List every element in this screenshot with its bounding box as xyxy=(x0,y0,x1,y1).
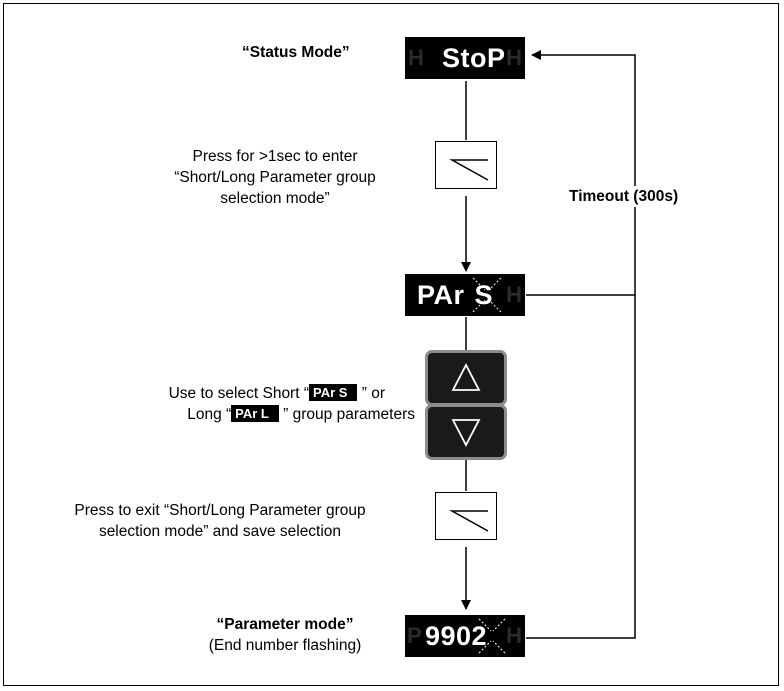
enter-key-icon xyxy=(449,159,489,181)
timeout-loop xyxy=(526,50,636,639)
pars-ghost-right: H xyxy=(506,282,522,307)
press-exit-line-1: Press to exit “Short/Long Parameter grou… xyxy=(74,502,366,519)
inline-pars-short: PAr S xyxy=(309,384,358,401)
status-mode-label: “Status Mode” xyxy=(242,44,350,61)
press-enter-line-2: “Short/Long Parameter group xyxy=(174,169,376,186)
param-display: P 9902 H xyxy=(405,615,525,657)
exit-enter-button[interactable] xyxy=(435,492,497,540)
param-mode-subtitle: (End number flashing) xyxy=(208,637,362,654)
long-text-a: Long “ xyxy=(187,406,232,423)
down-button[interactable] xyxy=(425,404,507,460)
long-text-b: ” group parameters xyxy=(278,406,415,423)
inline-pars-long: PAr L xyxy=(231,405,279,422)
flash-icon xyxy=(472,277,502,313)
param-ghost-left: P xyxy=(407,623,422,648)
press-exit-line-2: selection mode” and save selection xyxy=(98,523,342,540)
param-mode-title: “Parameter mode” xyxy=(216,616,354,633)
status-display: H StoP H xyxy=(405,37,525,79)
press-exit-label: Press to exit “Short/Long Parameter grou… xyxy=(15,500,425,542)
enter-button[interactable] xyxy=(435,141,497,189)
up-triangle-icon xyxy=(451,363,481,391)
press-enter-label: Press for >1sec to enter “Short/Long Par… xyxy=(140,146,410,209)
diagram-frame xyxy=(3,3,779,686)
down-triangle-icon xyxy=(451,419,481,447)
use-select-line-1: Use to select Short “PAr S ” or xyxy=(60,383,415,404)
param-mode-label: “Parameter mode” (End number flashing) xyxy=(180,614,390,656)
use-select-text-b: ” or xyxy=(357,385,385,402)
status-ghost-right: H xyxy=(506,45,522,70)
up-button[interactable] xyxy=(425,350,507,406)
use-select-text-a: Use to select Short “ xyxy=(168,385,309,402)
pars-display: PAr S H xyxy=(405,274,525,316)
status-ghost-left: H xyxy=(408,45,424,70)
press-enter-line-3: selection mode” xyxy=(220,190,330,207)
status-display-text: StoP xyxy=(442,43,506,73)
use-select-label: Use to select Short “PAr S ” or Long “PA… xyxy=(60,383,415,425)
flash-icon xyxy=(478,618,506,654)
timeout-label: Timeout (300s) xyxy=(567,186,681,207)
use-select-line-2: Long “PAr L ” group parameters xyxy=(60,404,415,425)
enter-key-icon xyxy=(449,510,489,532)
press-enter-line-1: Press for >1sec to enter xyxy=(192,148,358,165)
param-ghost-right: H xyxy=(506,623,522,648)
param-display-text: 9902 xyxy=(425,621,488,651)
